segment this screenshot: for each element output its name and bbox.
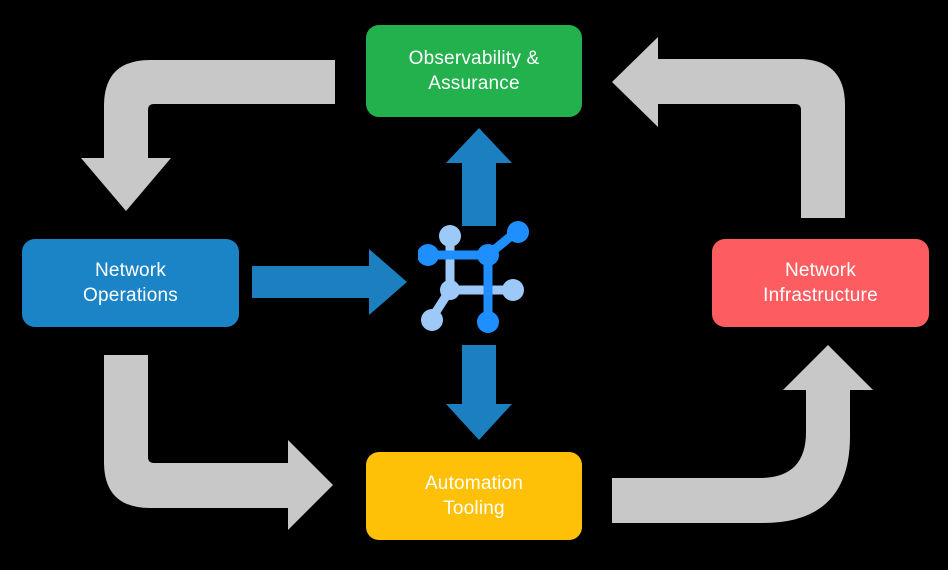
elbow-arrow-top-right [612,37,845,218]
node-automation-tooling[interactable]: Automation Tooling [366,452,582,540]
arrow-up-blue [446,128,512,226]
arrow-down-blue [446,345,512,440]
elbow-arrow-top-left [81,60,335,211]
elbow-arrow-bottom-left [104,355,333,530]
arrow-right-blue [252,249,407,315]
node-observability-assurance[interactable]: Observability & Assurance [366,25,582,117]
network-dark-nodes [418,221,529,333]
network-topology-icon [418,221,529,333]
node-network-infrastructure[interactable]: Network Infrastructure [712,239,929,327]
network-light-nodes [421,225,524,331]
elbow-arrow-bottom-right [612,345,873,523]
node-network-operations[interactable]: Network Operations [22,239,239,327]
